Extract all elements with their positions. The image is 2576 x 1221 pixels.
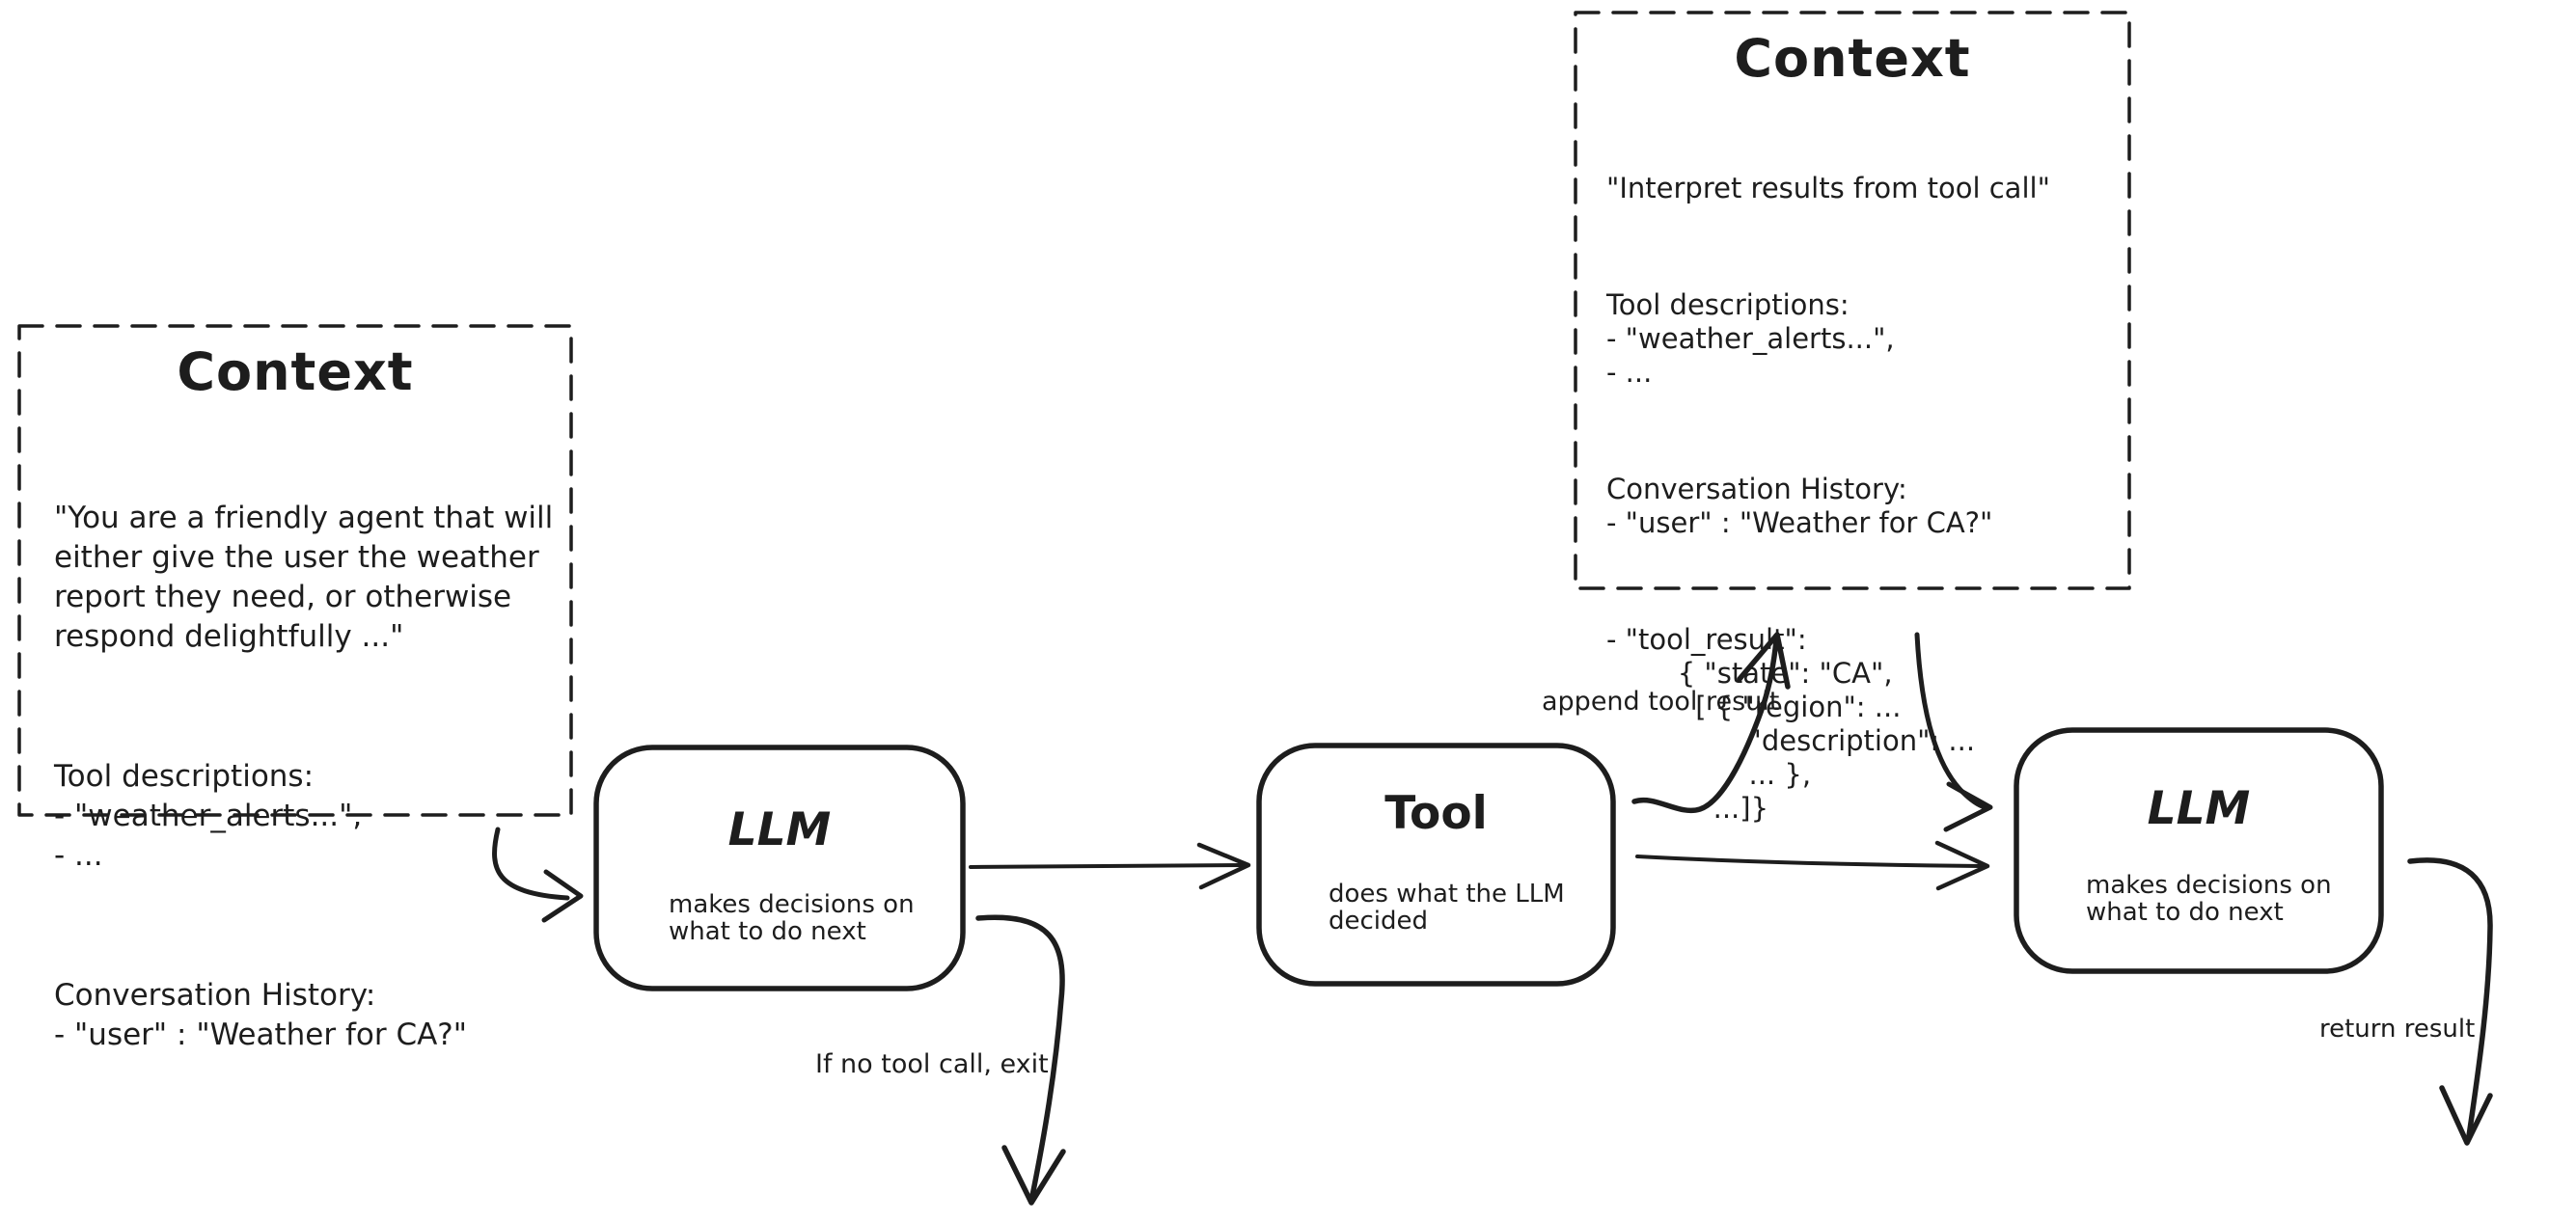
conversation-history-text: Conversation History: - "user" : "Weathe… — [54, 978, 468, 1052]
arrow-llm2-return — [2407, 857, 2493, 1146]
llm-1-subtitle: makes decisions on what to do next — [669, 890, 915, 946]
context-right: Context "Interpret results from tool cal… — [1576, 13, 2129, 909]
arrow-tool-to-context — [1631, 632, 1791, 814]
no-tool-call-exit-label: If no tool call, exit — [815, 1049, 1049, 1079]
system-prompt-text: "You are a friendly agent that will eith… — [54, 501, 554, 654]
llm-1-title: LLM — [727, 803, 832, 856]
arrow-llm1-exit — [975, 914, 1066, 1206]
arrow-tool-to-llm2 — [1635, 840, 1990, 891]
llm-1-node: LLM makes decisions on what to do next — [596, 747, 963, 989]
llm-2-box — [2014, 727, 2384, 974]
tool-title: Tool — [1384, 787, 1488, 840]
tool-node: Tool does what the LLM decided — [1259, 746, 1613, 984]
llm-1-box — [593, 745, 966, 991]
context-right-title: Context — [1734, 28, 1971, 89]
instruction-text: "Interpret results from tool call" — [1606, 172, 2050, 204]
tool-descriptions-text: Tool descriptions: - "weather_alerts..."… — [54, 759, 363, 873]
context-right-box — [1574, 11, 2131, 590]
llm-2-node: LLM makes decisions on what to do next — [2016, 730, 2381, 971]
tool-descriptions-text: Tool descriptions: - "weather_alerts..."… — [1606, 288, 1895, 389]
context-left-body: "You are a friendly agent that will eith… — [54, 420, 571, 1155]
arrow-context-to-llm2 — [1914, 632, 1993, 832]
arrow-llm1-to-tool — [969, 842, 1251, 890]
context-left-title: Context — [177, 341, 414, 402]
context-right-body: "Interpret results from tool call" Tool … — [1606, 104, 2129, 909]
tool-result-text: - "tool_result": { "state": "CA", [ { "r… — [1606, 623, 1976, 825]
context-left-box — [17, 324, 573, 817]
llm-2-title: LLM — [2147, 782, 2251, 835]
context-left: Context "You are a friendly agent that w… — [19, 326, 571, 1155]
return-result-label: return result — [2319, 1015, 2476, 1044]
append-tool-result-label: append tool result — [1542, 687, 1780, 717]
tool-subtitle: does what the LLM decided — [1329, 880, 1565, 936]
arrow-context-to-llm1 — [492, 827, 584, 923]
conversation-history-text: Conversation History: - "user" : "Weathe… — [1606, 473, 1993, 539]
tool-box — [1256, 743, 1616, 987]
llm-2-subtitle: makes decisions on what to do next — [2086, 871, 2332, 927]
